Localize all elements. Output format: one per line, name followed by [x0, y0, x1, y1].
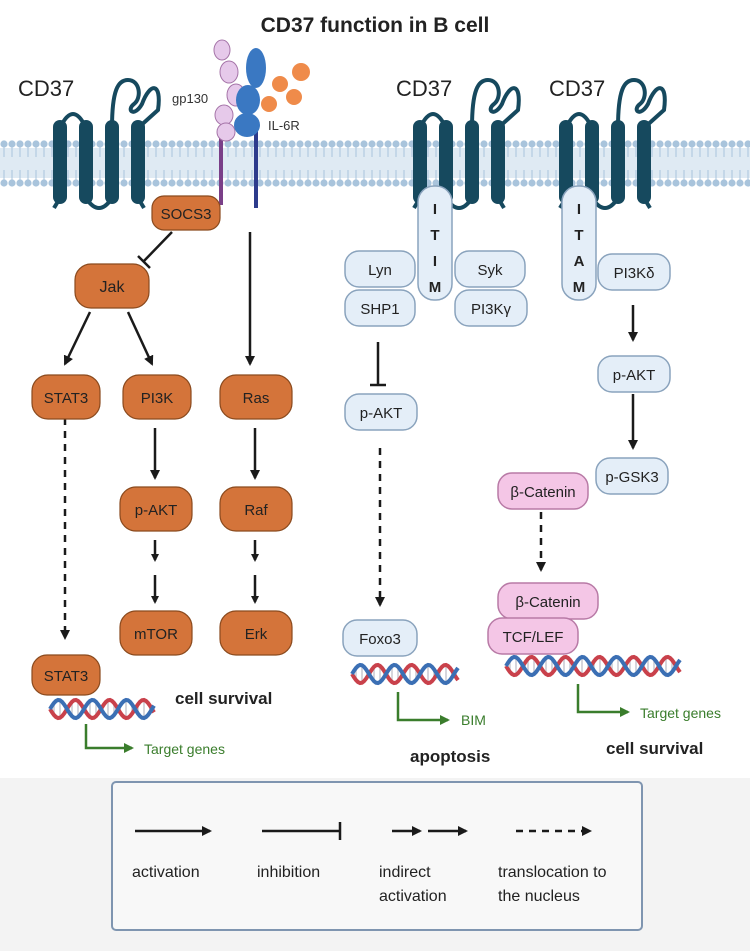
cd37-protein-left [52, 77, 161, 210]
blue-nodes [342, 250, 671, 657]
node-pi3kg [454, 289, 528, 327]
node-pakt-right [597, 355, 671, 393]
cd37-label-right: CD37 [549, 76, 605, 101]
label-pi3kd: PI3Kδ [614, 265, 655, 282]
label-stat3-b: STAT3 [44, 668, 88, 685]
outcome-cell-survival-right: cell survival [606, 739, 703, 758]
bim-label: BIM [461, 712, 486, 728]
label-pi3k: PI3K [141, 390, 174, 407]
label-pi3kg: PI3Kγ [471, 301, 512, 318]
node-raf [219, 486, 293, 532]
gp130-label: gp130 [172, 91, 208, 106]
node-bcat1 [497, 472, 589, 510]
cd37-label-middle: CD37 [396, 76, 452, 101]
node-mtor [119, 610, 193, 656]
itam-letter: I [577, 201, 581, 218]
node-jak [74, 263, 150, 309]
gp130-il6r-receptor [213, 39, 310, 208]
label-bcat1: β-Catenin [510, 484, 575, 501]
legend-activation-label: activation [132, 864, 200, 881]
legend-translocation-label-1: translocation to [498, 864, 607, 881]
legend-indirect-label-2: activation [379, 888, 447, 905]
outcome-apoptosis: apoptosis [410, 747, 490, 766]
itim-letter: T [430, 227, 439, 244]
target-genes-right: Target genes [640, 705, 721, 721]
label-shp1: SHP1 [360, 301, 399, 318]
label-stat3-a: STAT3 [44, 390, 88, 407]
node-pgsk3 [595, 457, 669, 495]
legend-translocation-label-2: the nucleus [498, 888, 580, 905]
label-pakt-mid: p-AKT [360, 405, 403, 422]
legend: activation inhibition indirect activatio… [111, 781, 643, 931]
dna-helix-left [48, 697, 156, 721]
itim-motif [417, 185, 453, 301]
label-ras: Ras [243, 390, 270, 407]
legend-box [111, 781, 643, 931]
node-pi3kd [597, 253, 671, 291]
label-mtor: mTOR [134, 626, 178, 643]
label-pakt-right: p-AKT [613, 367, 656, 384]
node-erk [219, 610, 293, 656]
label-raf: Raf [244, 502, 268, 519]
dna-helix-right [504, 654, 682, 678]
itam-letter: M [573, 279, 586, 296]
itim-letter: I [433, 253, 437, 270]
itim-letter: I [433, 201, 437, 218]
legend-inhibition-label: inhibition [257, 864, 320, 881]
itam-letter: T [574, 227, 583, 244]
node-socs3 [151, 195, 221, 231]
diagram-title: CD37 function in B cell [261, 14, 490, 37]
node-stat3-a [31, 374, 101, 420]
pink-nodes [487, 472, 599, 655]
dna-helix-middle [350, 662, 460, 686]
label-syk: Syk [477, 262, 503, 279]
node-tcflef [487, 617, 579, 655]
outcome-cell-survival-left: cell survival [175, 689, 272, 708]
itam-letter: A [574, 253, 585, 270]
node-lyn [344, 250, 416, 288]
itam-motif [561, 185, 597, 301]
label-jak: Jak [100, 279, 126, 296]
orange-nodes [31, 195, 293, 696]
node-pakt-left [119, 486, 193, 532]
label-bcat2: β-Catenin [515, 594, 580, 611]
label-tcflef: TCF/LEF [503, 629, 564, 646]
node-pi3k [122, 374, 192, 420]
label-erk: Erk [245, 626, 268, 643]
il6r-label: IL-6R [268, 118, 300, 133]
node-pakt-mid [344, 393, 418, 431]
label-lyn: Lyn [368, 262, 392, 279]
node-ras [219, 374, 293, 420]
node-syk [454, 250, 526, 288]
node-stat3-b [31, 654, 101, 696]
node-shp1 [344, 289, 416, 327]
label-socs3: SOCS3 [161, 206, 212, 223]
transcription-arrow-left [84, 724, 134, 753]
transcription-arrow-middle [396, 692, 450, 725]
target-genes-left: Target genes [144, 741, 225, 757]
itim-letter: M [429, 279, 442, 296]
legend-indirect-label-1: indirect [379, 864, 431, 881]
transcription-arrows [84, 684, 630, 753]
cd37-label-left: CD37 [18, 76, 74, 101]
legend-symbols [135, 822, 592, 840]
transcription-arrow-right [576, 684, 630, 717]
label-pgsk3: p-GSK3 [605, 469, 658, 486]
pathway-connectors [60, 231, 638, 640]
label-foxo3: Foxo3 [359, 631, 401, 648]
label-pakt-left: p-AKT [135, 502, 178, 519]
node-foxo3 [342, 619, 418, 657]
